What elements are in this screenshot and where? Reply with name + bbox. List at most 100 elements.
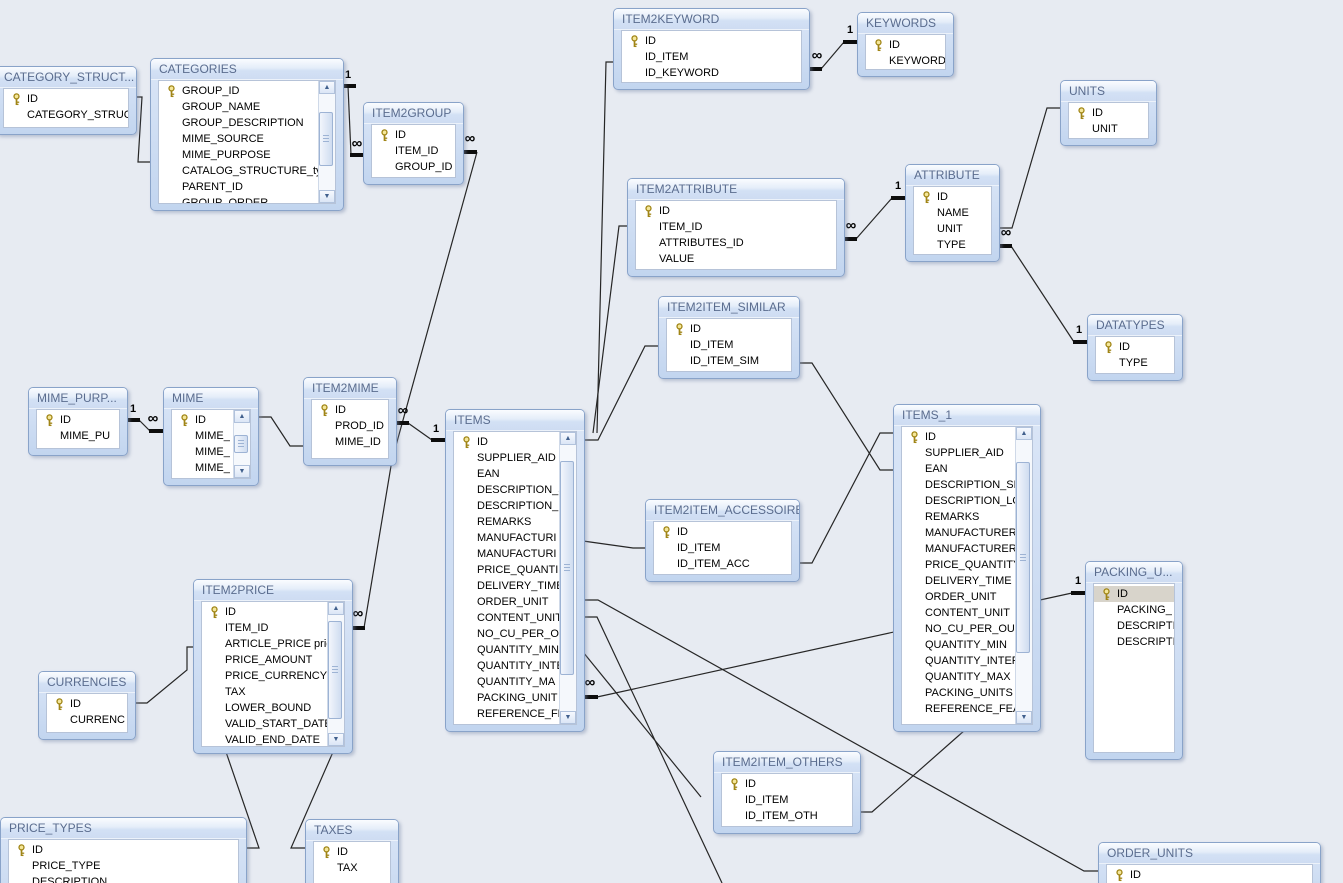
scrollbar[interactable]: ▲▼ [327,602,344,746]
field-row-description-lo[interactable]: DESCRIPTION_LO [902,493,1021,509]
field-row-description[interactable]: DESCRIPTION [9,874,238,883]
field-row-quantity-inte[interactable]: QUANTITY_INTE [454,658,564,674]
field-row-packing-units[interactable]: PACKING_UNITS [902,685,1016,701]
table-title[interactable]: PRICE_TYPES [1,818,246,839]
table-title[interactable]: ORDER_UNITS [1099,843,1320,864]
table-title[interactable]: ITEM2ITEM_SIMILAR [659,297,799,318]
relationship-items-order_units[interactable] [583,599,1098,872]
field-row-parent-id[interactable]: PARENT_ID [159,179,319,195]
scroll-up-icon[interactable]: ▲ [1016,427,1032,440]
field-row-id-item[interactable]: ID_ITEM [654,540,791,556]
table-title[interactable]: ITEM2ATTRIBUTE [628,179,844,200]
field-row-mime[interactable]: MIME_ [172,428,234,444]
table-title[interactable]: MIME [164,388,258,409]
table-title[interactable]: MIME_PURP... [29,388,127,409]
field-row-group-order[interactable]: GROUP_ORDER [159,195,319,203]
scroll-down-icon[interactable]: ▼ [319,190,335,203]
table-title[interactable]: ITEM2ITEM_ACCESSOIRES [646,500,799,521]
relationship-items-item2item_accessoires[interactable] [582,540,645,549]
field-row-manufacturi[interactable]: MANUFACTURI [454,530,560,546]
relationship-items-item2attribute[interactable] [592,225,627,434]
field-row-unit[interactable]: UNIT [1069,121,1148,137]
scrollbar[interactable]: ▲▼ [559,432,576,724]
field-row-mime-purpose[interactable]: MIME_PURPOSE [159,147,319,163]
relationship-items-item2item_similar[interactable] [583,345,658,441]
field-row-currenc[interactable]: CURRENC [47,712,127,728]
field-row-valid-end-date[interactable]: VALID_END_DATE [202,732,328,746]
field-row-id[interactable]: ID [9,842,238,858]
field-row-prod-id[interactable]: PROD_ID [312,418,388,434]
field-row-id-item[interactable]: ID_ITEM [667,337,791,353]
relationship-item2item_others-items_1[interactable] [858,729,966,813]
field-row-category-struc[interactable]: CATEGORY_STRUC [4,107,128,123]
scrollbar-thumb[interactable] [319,112,333,166]
table-title[interactable]: DATATYPES [1088,315,1182,336]
field-row-mime[interactable]: MIME_ [172,460,234,476]
field-row-id[interactable]: ID [866,37,945,53]
field-row-no-cu-per-o[interactable]: NO_CU_PER_O [454,626,560,642]
scroll-down-icon[interactable]: ▼ [328,733,344,746]
scrollbar-thumb[interactable] [560,461,574,675]
relationship-items-content_units[interactable] [583,616,723,883]
field-row-catalog-structure-ty[interactable]: CATALOG_STRUCTURE_ty [159,163,322,179]
field-row-name[interactable]: NAME [914,205,991,221]
scrollbar-thumb[interactable] [234,435,248,453]
field-row-id[interactable]: ID [622,33,801,49]
field-row-remarks[interactable]: REMARKS [454,514,560,530]
field-row-supplier-aid[interactable]: SUPPLIER_AID [454,450,560,466]
field-row-id[interactable]: ID [1094,586,1174,602]
field-row-id-item-acc[interactable]: ID_ITEM_ACC [654,556,791,572]
field-row-id[interactable]: ID [1069,105,1148,121]
field-row-id-item[interactable]: ID_ITEM [622,49,801,65]
field-row-item-id[interactable]: ITEM_ID [636,219,836,235]
table-title[interactable]: UNITS [1061,81,1156,102]
field-row-mime-source[interactable]: MIME_SOURCE [159,131,319,147]
scroll-up-icon[interactable]: ▲ [328,602,344,615]
field-row-unit[interactable]: UNIT [914,221,991,237]
relationship-attribute-datatypes[interactable]: ∞1 [998,224,1087,344]
field-row-id[interactable]: ID [312,402,388,418]
relationship-item2item_accessoires-items_1[interactable] [798,432,893,564]
field-row-quantity-min[interactable]: QUANTITY_MIN [902,637,1016,653]
field-row-id[interactable]: ID [314,844,390,860]
relationship-mime-item2mime[interactable] [257,416,303,447]
table-title[interactable]: CURRENCIES [39,672,135,693]
field-row-group-id[interactable]: GROUP_ID [159,83,319,99]
field-row-tax[interactable]: TAX [314,860,390,876]
field-row-description-s[interactable]: DESCRIPTION_S [454,482,566,498]
field-row-lower-bound[interactable]: LOWER_BOUND [202,700,328,716]
field-row-delivery-time[interactable]: DELIVERY_TIME [454,578,564,594]
relationship-category_structure-categories[interactable] [135,96,150,163]
field-row-quantity-min[interactable]: QUANTITY_MIN [454,642,560,658]
field-row-type[interactable]: TYPE [914,237,991,253]
field-row-manufacturi[interactable]: MANUFACTURI [454,546,560,562]
scrollbar-thumb[interactable] [1016,462,1030,653]
field-row-quantity-max[interactable]: QUANTITY_MAX [902,669,1016,685]
field-row-id[interactable]: ID [1096,339,1174,355]
relationship-attribute-units[interactable] [998,107,1060,229]
field-row-remarks[interactable]: REMARKS [902,509,1016,525]
field-row-quantity-inter[interactable]: QUANTITY_INTER [902,653,1020,669]
scroll-up-icon[interactable]: ▲ [319,81,335,94]
field-row-id[interactable]: ID [454,434,560,450]
table-title[interactable]: TAXES [306,820,398,841]
field-row-content-unit[interactable]: CONTENT_UNIT [454,610,562,626]
relationship-item2keyword-keywords[interactable]: ∞1 [808,24,857,71]
field-row-description-l[interactable]: DESCRIPTION_L [454,498,564,514]
field-row-id-item[interactable]: ID_ITEM [722,792,852,808]
field-row-mime-id[interactable]: MIME_ID [312,434,388,450]
field-row-group-description[interactable]: GROUP_DESCRIPTION [159,115,319,131]
